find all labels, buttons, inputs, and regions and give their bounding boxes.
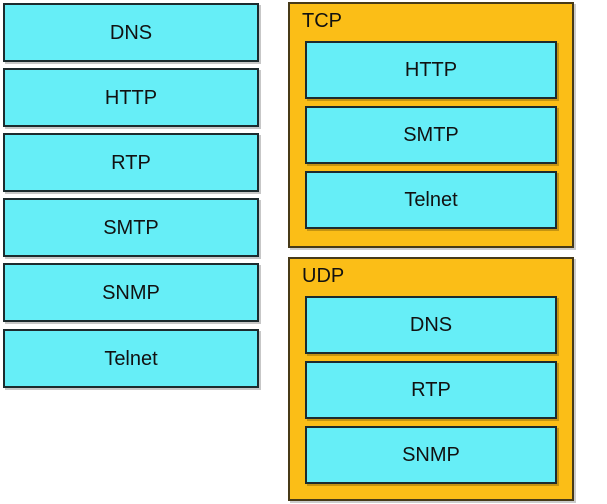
dropped-tile-telnet[interactable]: Telnet xyxy=(305,171,557,229)
drop-group-tcp[interactable]: TCP HTTP SMTP Telnet xyxy=(288,2,574,248)
dropped-tile-dns[interactable]: DNS xyxy=(305,296,557,354)
dropped-tile-label: Telnet xyxy=(404,189,458,211)
drop-group-title: TCP xyxy=(302,10,342,32)
drag-tile-smtp[interactable]: SMTP xyxy=(3,198,259,257)
drag-tile-snmp[interactable]: SNMP xyxy=(3,263,259,322)
dropped-tile-label: SNMP xyxy=(402,444,460,466)
drag-tile-label: DNS xyxy=(109,21,153,44)
drag-tile-label: SNMP xyxy=(102,281,160,304)
drop-group-title: UDP xyxy=(302,265,345,287)
dropped-tile-rtp[interactable]: RTP xyxy=(305,361,557,419)
dropped-tile-snmp[interactable]: SNMP xyxy=(305,426,557,484)
dropped-tile-label: DNS xyxy=(409,314,453,336)
dropped-tile-label: HTTP xyxy=(404,59,458,81)
drag-tile-dns[interactable]: DNS xyxy=(3,3,259,62)
drag-tile-label: Telnet xyxy=(104,347,158,370)
dropped-tile-label: RTP xyxy=(411,379,451,401)
drop-group-udp[interactable]: UDP DNS RTP SNMP xyxy=(288,257,574,501)
drag-tile-label: RTP xyxy=(111,151,151,174)
dropped-tile-label: SMTP xyxy=(403,124,459,146)
drag-tile-label: SMTP xyxy=(103,216,159,239)
drag-tile-telnet[interactable]: Telnet xyxy=(3,329,259,388)
drag-tile-http[interactable]: HTTP xyxy=(3,68,259,127)
dropped-tile-http[interactable]: HTTP xyxy=(305,41,557,99)
drag-tile-rtp[interactable]: RTP xyxy=(3,133,259,192)
dropped-tile-smtp[interactable]: SMTP xyxy=(305,106,557,164)
drag-tile-label: HTTP xyxy=(104,86,158,109)
